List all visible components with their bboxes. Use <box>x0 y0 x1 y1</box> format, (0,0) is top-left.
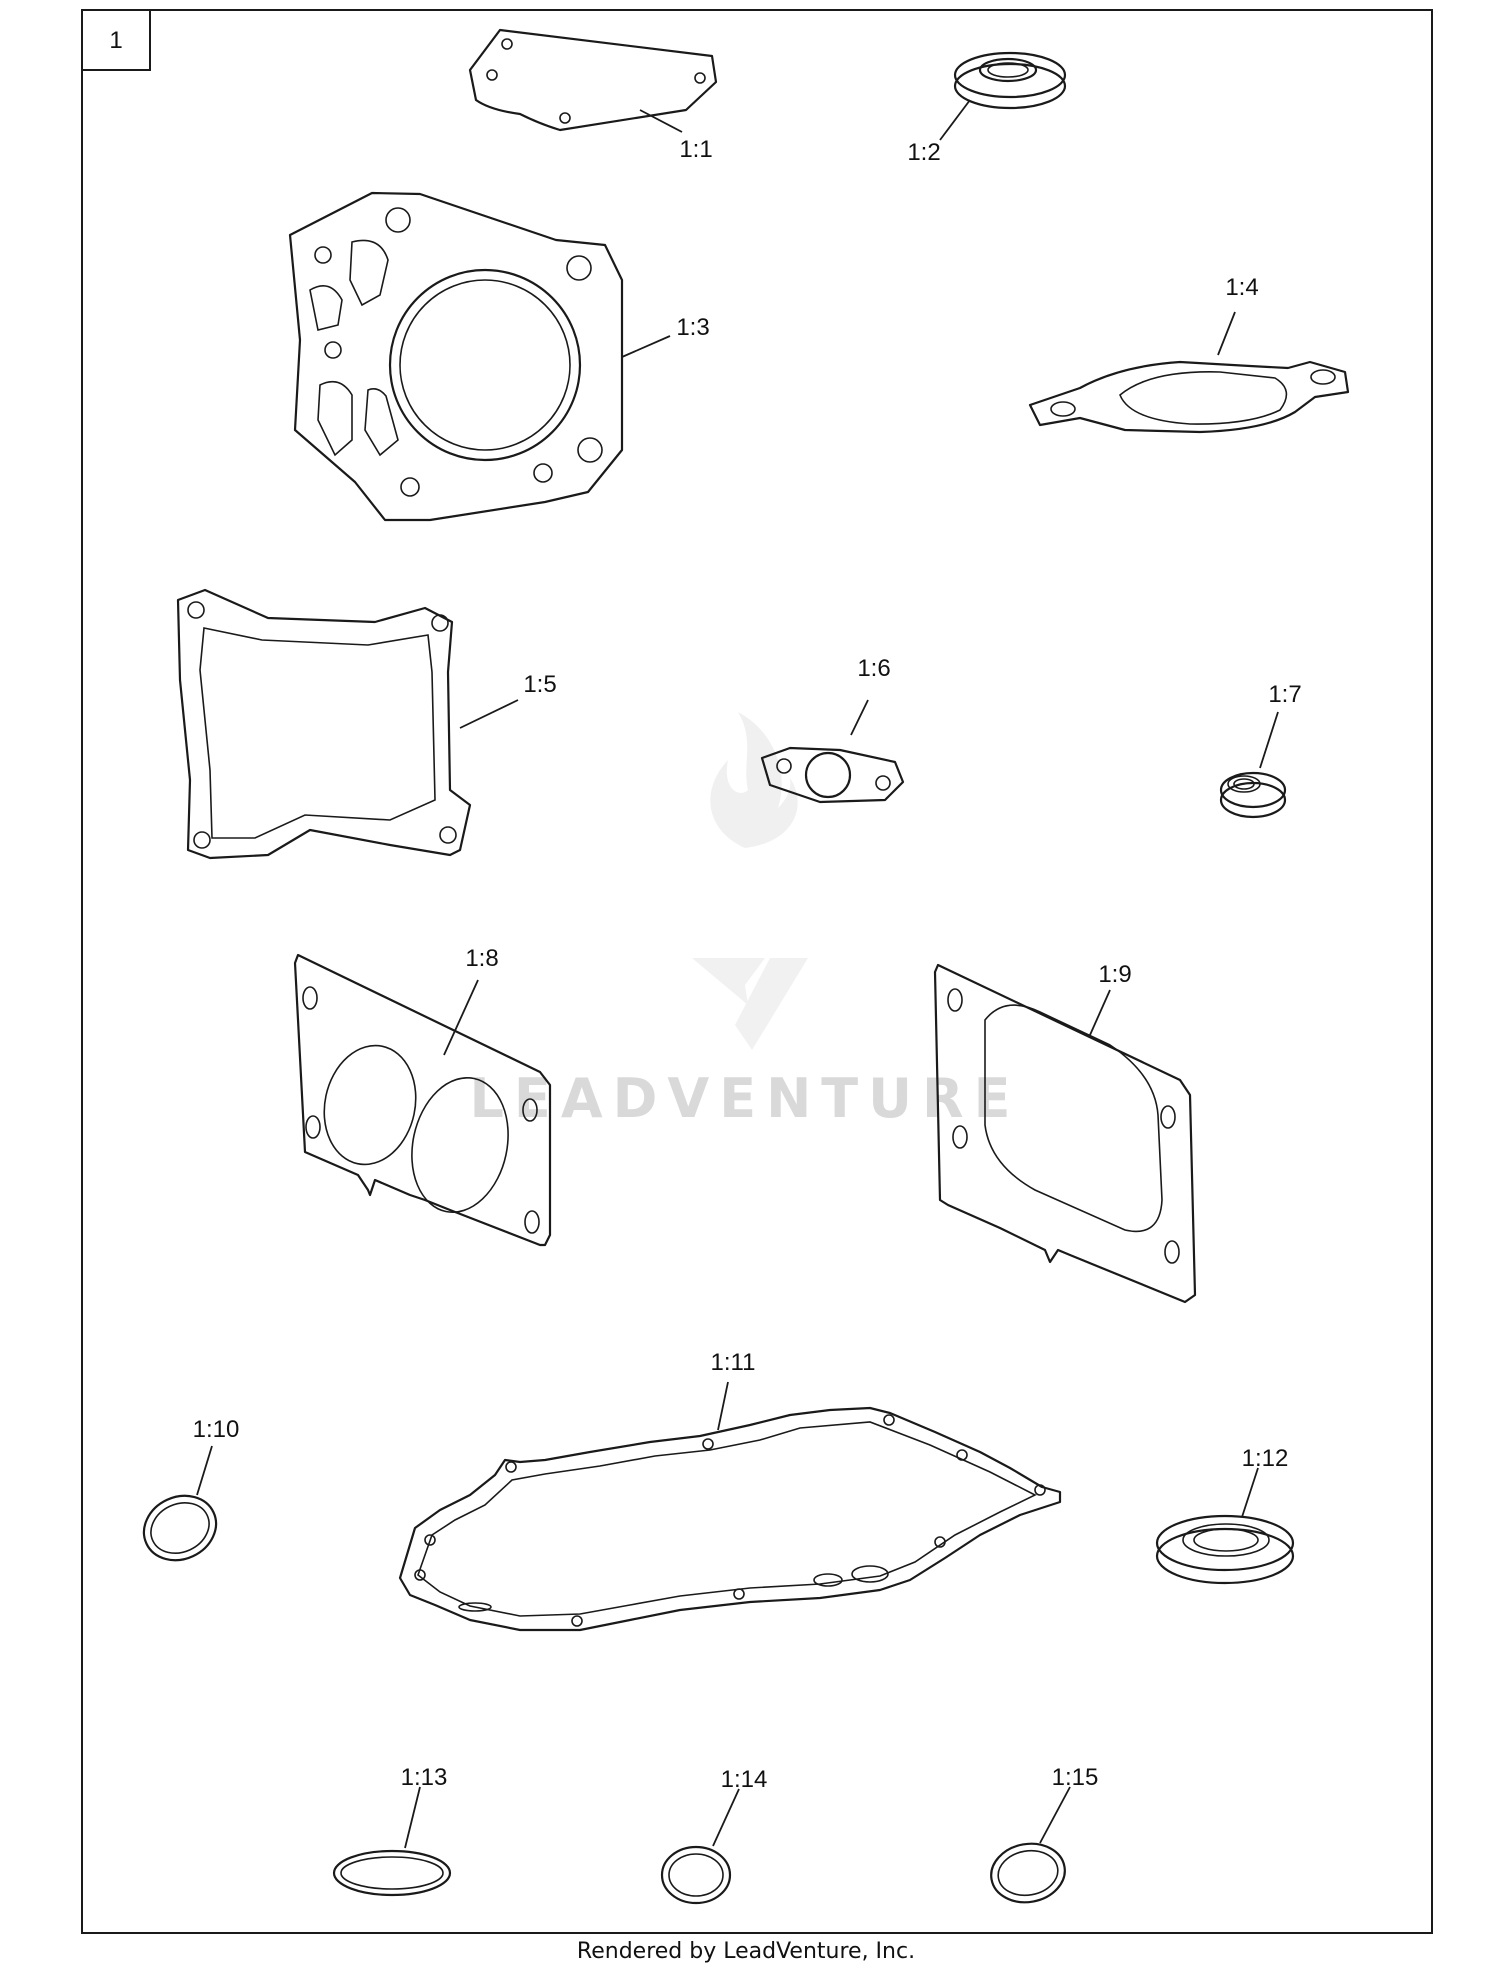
callout-1-11: 1:11 <box>711 1349 756 1376</box>
callout-1-1: 1:1 <box>679 136 712 163</box>
callout-1-14: 1:14 <box>721 1766 768 1793</box>
callout-1-4: 1:4 <box>1225 274 1258 301</box>
part-1-1-plate-gasket[interactable] <box>468 28 718 132</box>
callout-1-13: 1:13 <box>401 1764 448 1791</box>
part-1-2-oil-seal[interactable] <box>953 51 1067 110</box>
part-1-9-intake-gasket[interactable] <box>933 963 1197 1304</box>
callout-1-6: 1:6 <box>857 655 890 682</box>
part-1-6-flange-gasket[interactable] <box>760 746 905 804</box>
callout-1-3: 1:3 <box>676 314 709 341</box>
watermark-text: LEADVENTURE <box>470 1067 1021 1130</box>
part-1-8-intake-gasket[interactable] <box>293 953 552 1247</box>
callout-1-8: 1:8 <box>465 945 498 972</box>
callout-1-10: 1:10 <box>193 1416 240 1443</box>
callout-1-5: 1:5 <box>523 671 556 698</box>
part-1-3-cylinder-head-gasket[interactable] <box>288 191 624 522</box>
part-1-14-o-ring[interactable] <box>660 1845 732 1905</box>
part-1-5-valve-cover-gasket[interactable] <box>176 588 472 860</box>
part-1-4-exhaust-gasket[interactable] <box>1028 360 1350 434</box>
part-1-10-o-ring[interactable] <box>133 1484 226 1571</box>
callout-1-2: 1:2 <box>907 139 940 166</box>
callout-1-9: 1:9 <box>1098 961 1131 988</box>
figure-index-number: 1 <box>109 27 122 54</box>
part-1-12-oil-seal[interactable] <box>1155 1514 1295 1585</box>
part-1-15-o-ring[interactable] <box>987 1838 1070 1908</box>
diagram-frame <box>81 9 1433 1934</box>
v-logo-icon <box>692 958 808 1050</box>
callout-1-7: 1:7 <box>1268 681 1301 708</box>
part-1-7-small-oil-seal[interactable] <box>1219 771 1287 819</box>
part-1-11-crankcase-gasket[interactable] <box>398 1406 1062 1632</box>
callout-1-15: 1:15 <box>1052 1764 1099 1791</box>
part-1-13-o-ring[interactable] <box>332 1849 452 1897</box>
watermark-logo <box>692 712 808 1050</box>
flame-icon <box>710 712 798 848</box>
figure-index-box <box>81 9 151 71</box>
footer-credit: Rendered by LeadVenture, Inc. <box>577 1939 915 1964</box>
callout-1-12: 1:12 <box>1242 1445 1289 1472</box>
